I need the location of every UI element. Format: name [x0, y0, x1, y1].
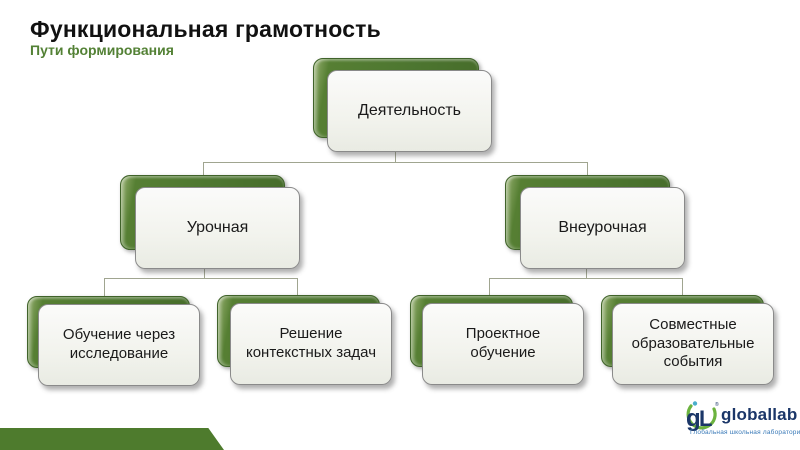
globallab-monogram-icon: g L ® [686, 401, 719, 432]
connector-line [489, 278, 490, 296]
page-subtitle: Пути формирования [30, 42, 174, 58]
node-label: Обучение через исследование [38, 304, 200, 386]
globallab-logo: g L ® globallab Глобальная школьная лабо… [683, 398, 800, 444]
node-label: Деятельность [327, 70, 492, 152]
svg-text:®: ® [715, 401, 719, 408]
connector-line [203, 162, 588, 163]
connector-line [203, 162, 204, 176]
node-label: Совместные образовательные события [612, 303, 774, 385]
connector-line [395, 150, 396, 163]
connector-line [587, 162, 588, 176]
bottom-banner-shape [0, 428, 224, 450]
connector-line [682, 278, 683, 296]
connector-line [204, 267, 205, 279]
page-title: Функциональная грамотность [30, 16, 381, 42]
globallab-wordmark: globallab [721, 405, 798, 424]
node-label: Урочная [135, 187, 300, 269]
svg-text:g: g [686, 405, 701, 432]
node-label: Проектное обучение [422, 303, 584, 385]
connector-line [297, 278, 298, 296]
svg-text:L: L [699, 406, 712, 431]
connector-line [104, 278, 105, 296]
globallab-tagline: Глобальная школьная лаборатория [690, 429, 800, 436]
connector-line [104, 278, 298, 279]
node-label: Внеурочная [520, 187, 685, 269]
connector-line [586, 267, 587, 279]
node-label: Решение контекстных задач [230, 303, 392, 385]
connector-line [489, 278, 683, 279]
